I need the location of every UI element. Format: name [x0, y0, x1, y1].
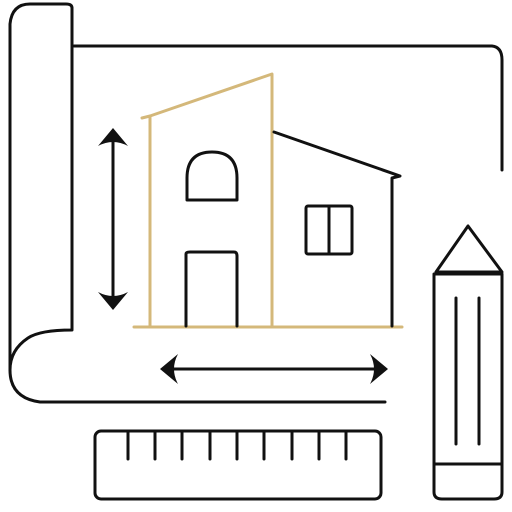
pencil-body: [432, 272, 504, 501]
blueprint-scroll-icon: [8, 2, 504, 404]
scroll-sheet-edge: [72, 44, 504, 172]
horizontal-dimension-arrow-icon: [160, 354, 388, 384]
pencil-tip: [434, 224, 504, 274]
horizontal-arrow-head-left: [160, 354, 178, 384]
ruler-ticks: [126, 429, 348, 461]
horizontal-arrow-head-right: [370, 354, 388, 384]
vertical-dimension-arrow-icon: [98, 128, 128, 310]
house-side-wall: [272, 130, 402, 328]
ruler-icon: [93, 429, 383, 501]
vertical-arrow-head-bottom: [98, 292, 128, 310]
house-roof-overhang: [140, 114, 152, 120]
pencil-icon: [432, 224, 504, 501]
house-door: [184, 250, 239, 328]
vertical-arrow-head-top: [98, 128, 128, 146]
scroll-roll: [8, 6, 387, 404]
house-arched-window: [185, 150, 239, 202]
house-sketch-icon: [132, 72, 404, 329]
scroll-roll-outline: [8, 2, 74, 372]
house-front-gold: [148, 72, 274, 328]
